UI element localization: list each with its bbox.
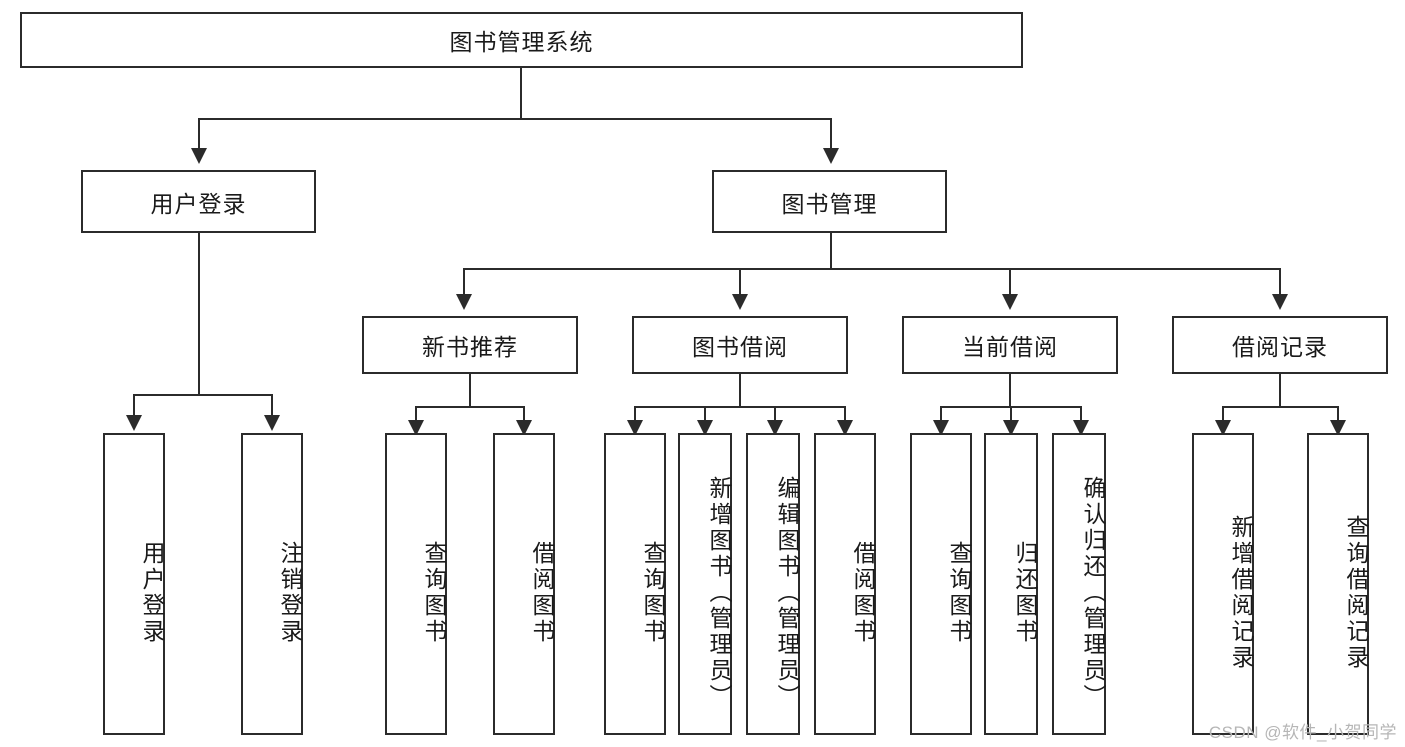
- edge-bb-bus: [634, 406, 846, 408]
- edge-cb-stem: [1009, 374, 1011, 408]
- arrowhead-to-book-borrow: [732, 294, 748, 310]
- edge-bb-to-leaf-4: [844, 406, 846, 426]
- node-label: 编辑图书（管理员）: [774, 476, 800, 710]
- node-label: 新增图书（管理员）: [706, 476, 732, 710]
- edge-book-management-bus: [463, 268, 1280, 270]
- edge-bm-to-borrow-record: [1279, 268, 1281, 296]
- node-leaf-add-record[interactable]: 新增借阅记录: [1192, 433, 1254, 735]
- edge-cb-to-leaf-1: [940, 406, 942, 426]
- edge-user-login-to-leaf-logout: [271, 394, 273, 420]
- edge-bb-to-leaf-3: [774, 406, 776, 426]
- edge-bb-stem: [739, 374, 741, 408]
- edge-cb-to-leaf-3: [1080, 406, 1082, 426]
- node-leaf-add-book[interactable]: 新增图书（管理员）: [678, 433, 732, 735]
- node-label: 查询图书: [421, 541, 447, 645]
- edge-nbr-bus: [415, 406, 525, 408]
- edge-user-login-stem: [198, 233, 200, 396]
- edge-br-stem: [1279, 374, 1281, 408]
- node-root-book-management-system[interactable]: 图书管理系统: [20, 12, 1023, 68]
- node-label: 图书借阅: [692, 334, 788, 360]
- node-label: 图书管理: [781, 190, 878, 217]
- node-label: 归还图书: [1012, 541, 1038, 645]
- node-leaf-borrow-book-1[interactable]: 借阅图书: [493, 433, 555, 735]
- edge-root-to-user-login: [198, 118, 200, 152]
- edge-br-to-leaf-1: [1222, 406, 1224, 426]
- edge-root-stem: [520, 68, 522, 118]
- node-label: 新增借阅记录: [1228, 515, 1254, 671]
- edge-br-bus: [1222, 406, 1339, 408]
- node-leaf-logout[interactable]: 注销登录: [241, 433, 303, 735]
- arrowhead-to-borrow-record: [1272, 294, 1288, 310]
- edge-user-login-to-leaf-user-login: [133, 394, 135, 420]
- edge-nbr-stem: [469, 374, 471, 408]
- arrowhead-nbr-leaf-2: [516, 420, 532, 436]
- node-label: 借阅记录: [1232, 334, 1328, 360]
- arrowhead-cb-leaf-2: [1003, 420, 1019, 436]
- edge-bm-to-book-borrow: [739, 268, 741, 296]
- node-label: 借阅图书: [529, 541, 555, 645]
- node-user-login[interactable]: 用户登录: [81, 170, 316, 233]
- node-label: 查询借阅记录: [1343, 515, 1369, 671]
- arrowhead-root-to-user-login: [191, 148, 207, 164]
- arrowhead-nbr-leaf-1: [408, 420, 424, 436]
- arrowhead-bb-leaf-2: [697, 420, 713, 436]
- edge-bm-to-current-borrow: [1009, 268, 1011, 296]
- arrowhead-bb-leaf-3: [767, 420, 783, 436]
- node-leaf-user-login[interactable]: 用户登录: [103, 433, 165, 735]
- edge-user-login-bus: [133, 394, 273, 396]
- node-label: 借阅图书: [850, 541, 876, 645]
- node-label: 用户登录: [139, 541, 165, 645]
- node-leaf-query-book-1[interactable]: 查询图书: [385, 433, 447, 735]
- edge-root-bus: [198, 118, 832, 120]
- edge-bm-to-new-book-recommend: [463, 268, 465, 296]
- node-leaf-query-book-3[interactable]: 查询图书: [910, 433, 972, 735]
- node-new-book-recommend[interactable]: 新书推荐: [362, 316, 578, 374]
- node-current-borrow[interactable]: 当前借阅: [902, 316, 1118, 374]
- edge-nbr-to-leaf-1: [415, 406, 417, 426]
- arrowhead-bb-leaf-4: [837, 420, 853, 436]
- arrowhead-to-leaf-logout: [264, 415, 280, 431]
- edge-root-to-book-management: [830, 118, 832, 152]
- arrowhead-cb-leaf-3: [1073, 420, 1089, 436]
- node-borrow-record[interactable]: 借阅记录: [1172, 316, 1388, 374]
- node-leaf-edit-book[interactable]: 编辑图书（管理员）: [746, 433, 800, 735]
- node-leaf-query-record[interactable]: 查询借阅记录: [1307, 433, 1369, 735]
- node-label: 图书管理系统: [449, 29, 594, 55]
- watermark-text: CSDN @软件_小贺同学: [1208, 723, 1397, 742]
- node-leaf-return-book[interactable]: 归还图书: [984, 433, 1038, 735]
- node-label: 注销登录: [277, 541, 303, 645]
- node-label: 用户登录: [150, 190, 247, 217]
- arrowhead-cb-leaf-1: [933, 420, 949, 436]
- node-label: 确认归还（管理员）: [1080, 476, 1106, 710]
- node-label: 查询图书: [640, 541, 666, 645]
- node-label: 当前借阅: [962, 334, 1058, 360]
- arrowhead-to-leaf-user-login: [126, 415, 142, 431]
- arrowhead-bb-leaf-1: [627, 420, 643, 436]
- arrowhead-br-leaf-2: [1330, 420, 1346, 436]
- node-label: 查询图书: [946, 541, 972, 645]
- node-leaf-query-book-2[interactable]: 查询图书: [604, 433, 666, 735]
- node-label: 新书推荐: [422, 334, 518, 360]
- edge-bb-to-leaf-1: [634, 406, 636, 426]
- node-leaf-confirm-return[interactable]: 确认归还（管理员）: [1052, 433, 1106, 735]
- node-book-borrow[interactable]: 图书借阅: [632, 316, 848, 374]
- arrowhead-br-leaf-1: [1215, 420, 1231, 436]
- edge-nbr-to-leaf-2: [523, 406, 525, 426]
- arrowhead-root-to-book-management: [823, 148, 839, 164]
- edge-cb-to-leaf-2: [1010, 406, 1012, 426]
- node-book-management[interactable]: 图书管理: [712, 170, 947, 233]
- edge-br-to-leaf-2: [1337, 406, 1339, 426]
- edge-bb-to-leaf-2: [704, 406, 706, 426]
- arrowhead-to-new-book-recommend: [456, 294, 472, 310]
- arrowhead-to-current-borrow: [1002, 294, 1018, 310]
- edge-book-management-stem: [830, 233, 832, 269]
- node-leaf-borrow-book-2[interactable]: 借阅图书: [814, 433, 876, 735]
